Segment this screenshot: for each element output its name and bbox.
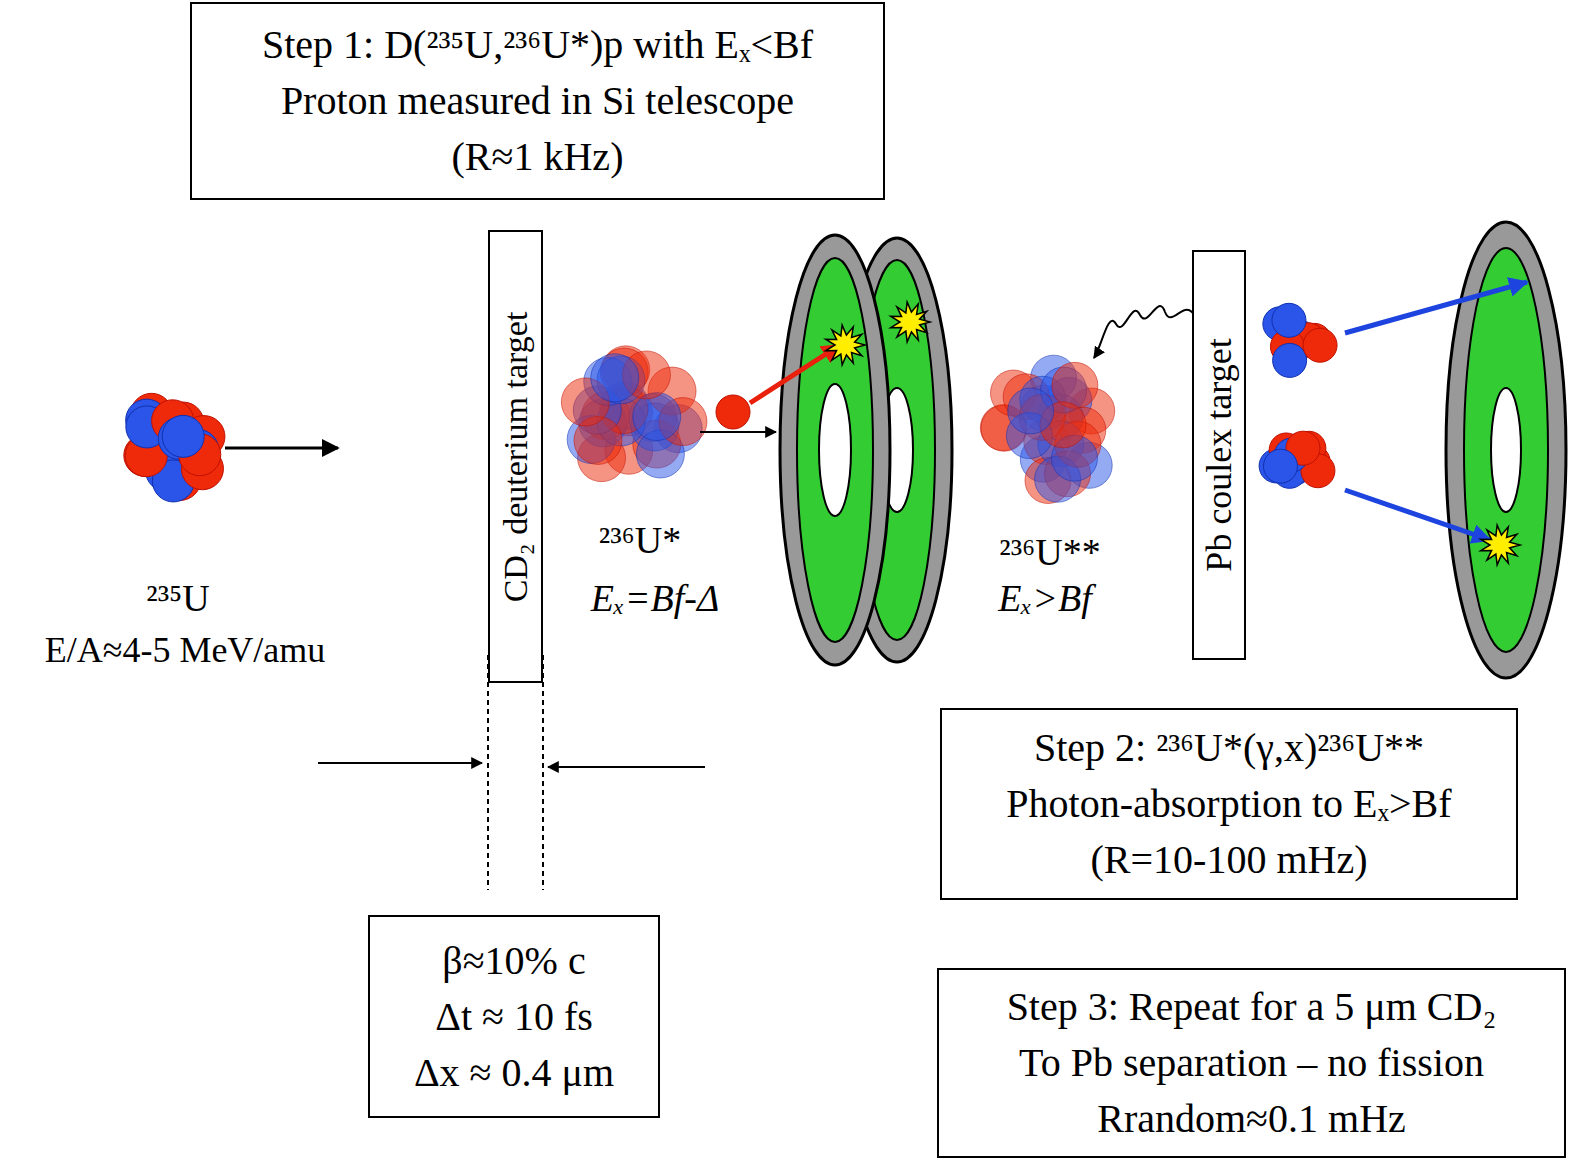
u236-excited-nucleus [561,346,707,482]
box-text: Step 3: Repeat for a 5 μm CD₂ [1007,979,1497,1035]
nucleon [162,415,204,457]
dashed-line [487,655,489,890]
box-text: Δx ≈ 0.4 μm [414,1045,614,1101]
nucleus-label: ²³⁶U* [599,518,681,562]
nucleon [1263,449,1297,483]
box-text: Δt ≈ 10 fs [435,989,593,1045]
nucleus-label: ²³⁵U [146,576,209,620]
box-text: Proton measured in Si telescope [281,73,794,129]
beam-energy: E/A≈4-5 MeV/amu [45,629,326,671]
photon [1094,306,1196,358]
step-box: Step 1: D(²³⁵U,²³⁶U*)p with Eₓ<BfProton … [190,2,885,200]
box-text: Step 2: ²³⁶U*(γ,x)²³⁶U** [1034,720,1424,776]
target-label: Pb coulex target [1198,338,1240,571]
fission-fragment [1263,303,1337,377]
target-box: CD₂ deuterium target [488,230,543,683]
recoil-arrow [700,431,776,433]
proton [716,395,750,429]
nucleon [1273,343,1307,377]
nucleon [633,393,681,441]
box-text: (R=10-100 mHz) [1091,832,1368,888]
box-text: β≈10% c [442,933,585,989]
excitation-energy: Eₓ=Bf-Δ [591,576,719,620]
step-box: Step 2: ²³⁶U*(γ,x)²³⁶U**Photon-absorptio… [940,708,1518,900]
nucleon [1008,388,1054,434]
nucleon [1303,328,1337,362]
thickness-arrow [548,766,705,768]
nucleon [591,354,639,402]
box-text: Rrandom≈0.1 mHz [1097,1091,1406,1147]
thickness-arrow [318,762,482,764]
nucleon [1052,362,1098,408]
target-label: CD₂ deuterium target [497,311,535,602]
u236-doubly-excited-nucleus [980,355,1114,503]
proton-arrow [750,345,840,403]
nucleon [1272,303,1306,337]
detector-hit [891,302,930,342]
box-text: Step 1: D(²³⁵U,²³⁶U*)p with Eₓ<Bf [262,17,813,73]
detector-hit [826,325,865,365]
detector-hit [1481,525,1520,565]
beam-arrow [225,447,338,450]
excitation-energy: Eₓ>Bf [998,576,1091,620]
target-box: Pb coulex target [1192,250,1246,660]
dashed-line [542,655,544,890]
box-text: To Pb separation – no fission [1019,1035,1484,1091]
nucleus-label: ²³⁶U** [999,530,1100,574]
fission-fragment [1259,431,1335,488]
parameter-box: β≈10% cΔt ≈ 10 fsΔx ≈ 0.4 μm [368,915,660,1118]
si-detector [780,235,890,665]
fragment-arrow [1345,490,1490,540]
fragment-arrow [1345,282,1527,333]
u235-nucleus [124,393,225,502]
step-box: Step 3: Repeat for a 5 μm CD₂To Pb separ… [937,968,1566,1158]
box-text: Photon-absorption to Eₓ>Bf [1006,776,1451,832]
box-text: (R≈1 kHz) [452,129,624,185]
